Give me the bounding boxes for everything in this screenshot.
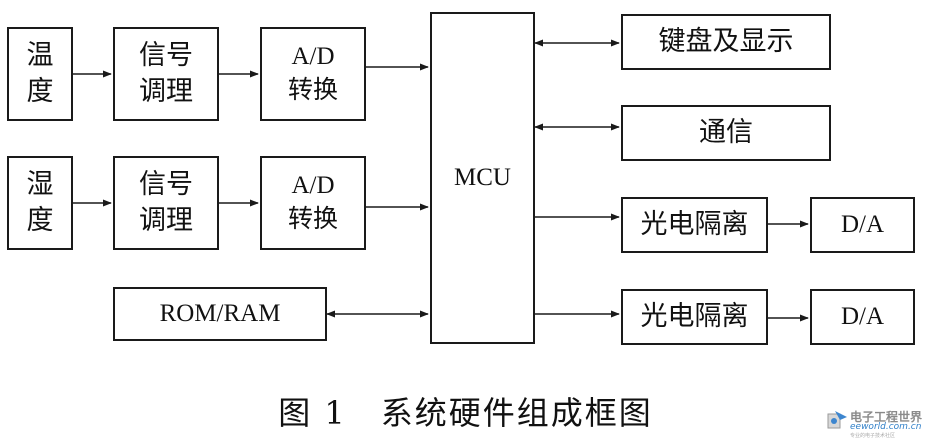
adc-block-1: A/D 转换 (260, 27, 366, 121)
humidity-sensor-label: 湿 度 (26, 169, 54, 236)
mcu-block: MCU (430, 12, 535, 344)
dac-label-2: D/A (840, 303, 885, 330)
communication-block: 通信 (621, 105, 831, 161)
keyboard-display-label: 键盘及显示 (658, 26, 794, 57)
figure-caption: 图 1 系统硬件组成框图 (0, 388, 931, 434)
opto-isolation-block-1: 光电隔离 (621, 197, 768, 253)
watermark-name: 电子工程世界 (850, 410, 923, 424)
opto-isolation-label-1: 光电隔离 (640, 209, 749, 240)
figure-title: 系统硬件组成框图 (380, 394, 653, 432)
adc-label-1: A/D 转换 (287, 43, 338, 104)
signal-conditioning-label-1: 信号 调理 (139, 40, 193, 107)
dac-label-1: D/A (840, 211, 885, 238)
rom-ram-label: ROM/RAM (159, 300, 281, 327)
opto-isolation-label-2: 光电隔离 (640, 301, 749, 332)
eeworld-logo-icon (827, 411, 847, 429)
temp-sensor-block: 温 度 (7, 27, 73, 121)
rom-ram-block: ROM/RAM (113, 287, 327, 341)
signal-conditioning-label-2: 信号 调理 (139, 169, 193, 236)
signal-conditioning-block-1: 信号 调理 (113, 27, 219, 121)
humidity-sensor-block: 湿 度 (7, 156, 73, 250)
watermark-tagline: 专业的电子技术社区 (850, 433, 896, 439)
dac-block-1: D/A (810, 197, 915, 253)
adc-block-2: A/D 转换 (260, 156, 366, 250)
eeworld-watermark: 电子工程世界 eeworld.com.cn 专业的电子技术社区 (826, 408, 926, 440)
temp-sensor-label: 温 度 (26, 40, 54, 107)
adc-label-2: A/D 转换 (287, 172, 338, 233)
watermark-domain: eeworld.com.cn (850, 422, 922, 432)
mcu-label: MCU (454, 164, 511, 191)
communication-label: 通信 (699, 117, 753, 148)
figure-number: 图 1 (278, 394, 347, 432)
signal-conditioning-block-2: 信号 调理 (113, 156, 219, 250)
keyboard-display-block: 键盘及显示 (621, 14, 831, 70)
opto-isolation-block-2: 光电隔离 (621, 289, 768, 345)
dac-block-2: D/A (810, 289, 915, 345)
